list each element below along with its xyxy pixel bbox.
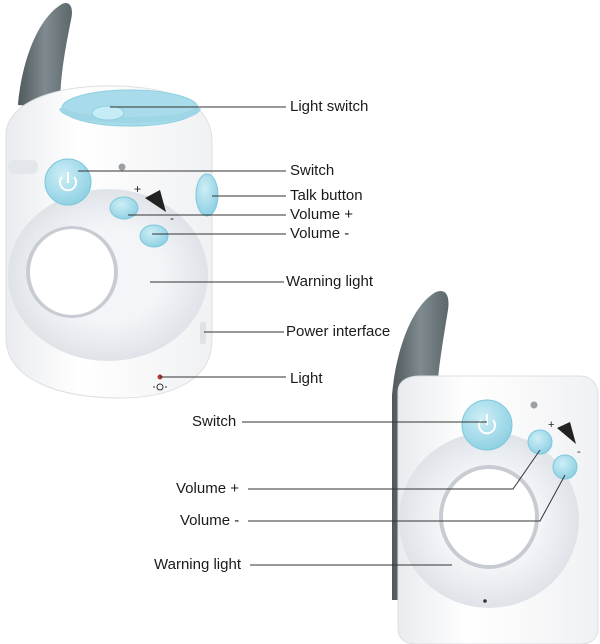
- indicator-dot: [118, 163, 126, 171]
- label-volume-plus-bottom: Volume +: [176, 480, 239, 497]
- label-power-interface: Power interface: [286, 323, 391, 340]
- top-wedge-plus: +: [134, 182, 141, 196]
- power-interface-port: [200, 322, 206, 344]
- top-antenna: [18, 2, 72, 109]
- leader-volume-minus-bottom: [248, 474, 566, 522]
- side-slot: [8, 160, 38, 174]
- top-wedge-minus: -: [170, 211, 174, 225]
- top-talk-button[interactable]: [195, 173, 219, 217]
- bottom-volume-plus-button[interactable]: [527, 429, 553, 455]
- label-volume-minus-top: Volume -: [290, 225, 350, 242]
- label-volume-minus-bottom: Volume -: [180, 512, 240, 529]
- leader-volume-plus-bottom: [248, 449, 541, 490]
- label-light: Light: [290, 370, 323, 387]
- top-monitor-device: + -: [5, 2, 219, 399]
- label-volume-plus-top: Volume +: [290, 206, 353, 223]
- top-volume-minus-button[interactable]: [139, 224, 169, 248]
- label-switch-bottom: Switch: [192, 413, 237, 430]
- bottom-power-icon: [478, 414, 496, 435]
- bottom-volume-wedge-icon: + -: [548, 419, 581, 458]
- bottom-speaker-disc: [443, 469, 535, 565]
- light-switch-button[interactable]: [91, 105, 125, 121]
- top-power-icon: [59, 172, 77, 192]
- label-talk-button: Talk button: [290, 187, 363, 204]
- bottom-wedge-plus: +: [548, 419, 554, 431]
- top-volume-wedge-icon: + -: [134, 182, 174, 225]
- bottom-wedge-minus: -: [577, 446, 581, 458]
- top-volume-plus-button[interactable]: [109, 196, 139, 220]
- top-speaker-disc: [30, 229, 114, 315]
- label-warning-light-top: Warning light: [286, 273, 373, 290]
- bottom-indicator-dot: [530, 401, 538, 409]
- bottom-monitor-device: + -: [392, 290, 599, 644]
- label-switch-top: Switch: [290, 162, 335, 179]
- leader-lines: [78, 106, 566, 566]
- label-warning-light-bottom: Warning light: [154, 556, 241, 573]
- bottom-volume-minus-button[interactable]: [552, 454, 578, 480]
- label-light-switch: Light switch: [290, 98, 369, 115]
